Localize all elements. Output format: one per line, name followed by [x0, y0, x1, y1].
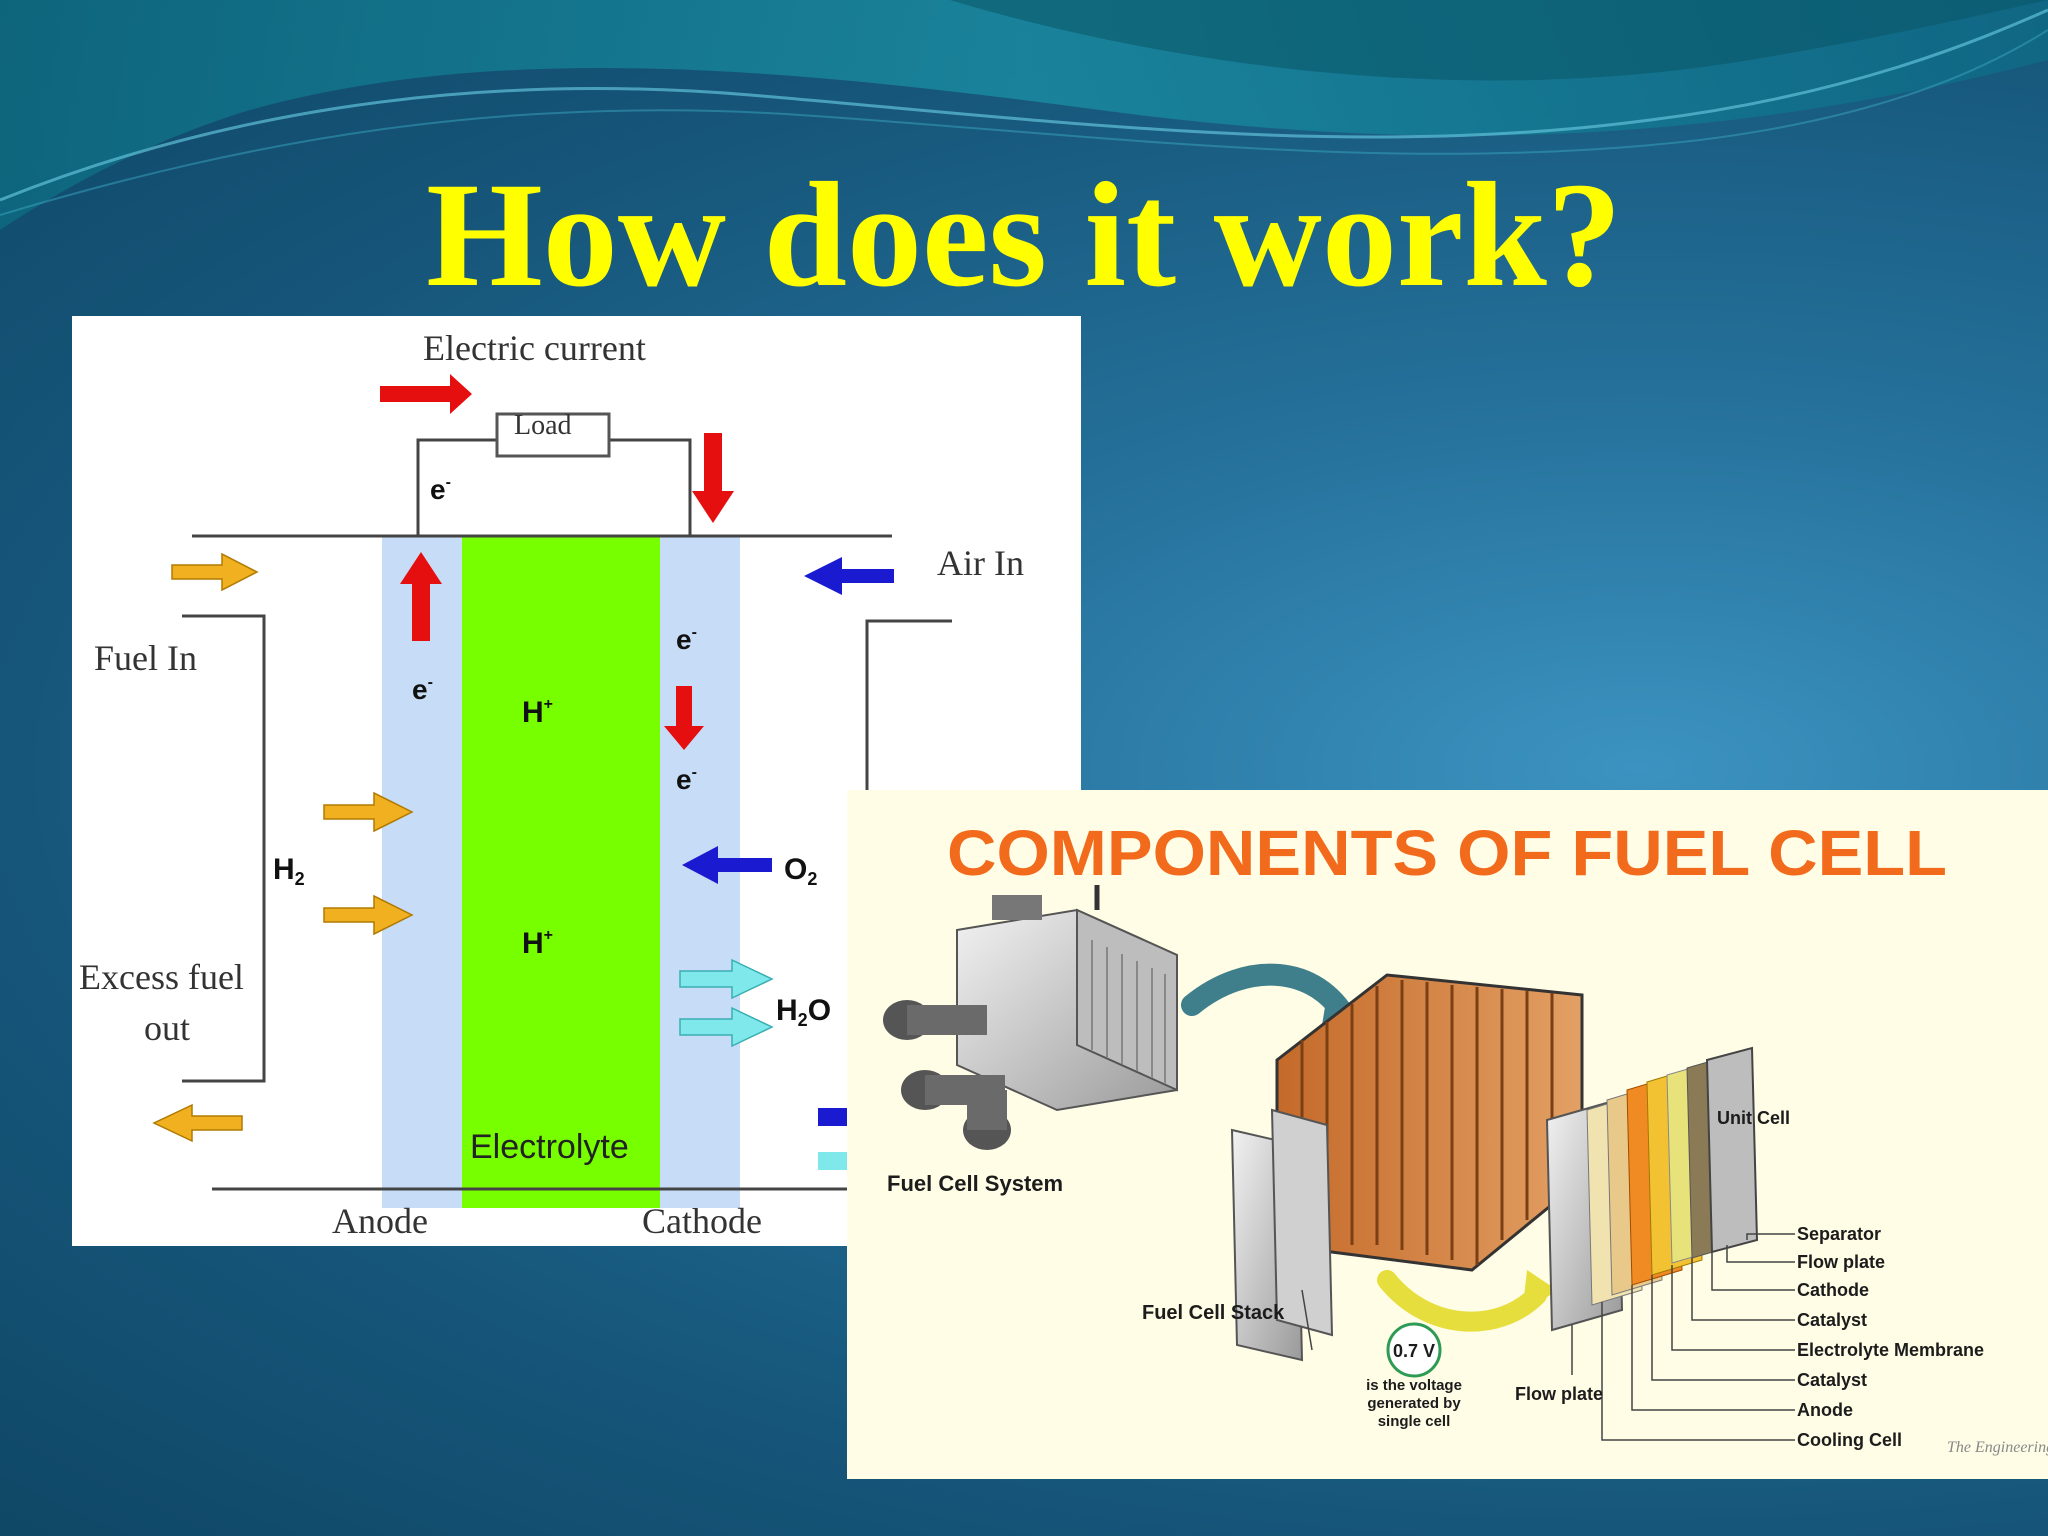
- current-arrow-down-icon: [692, 433, 734, 523]
- anode-electrode: [382, 536, 444, 1208]
- header-wave-decoration: [0, 0, 2048, 230]
- layer-label-cooling-cell: Cooling Cell: [1797, 1430, 1902, 1450]
- voltage-value: 0.7 V: [1393, 1341, 1435, 1361]
- h2-label: H2: [273, 853, 305, 889]
- current-arrow-down-icon-2: [664, 686, 704, 750]
- legend-swatch-cyan: [818, 1152, 848, 1170]
- electron-label-4: e-: [676, 764, 697, 795]
- fuel-cell-system-label: Fuel Cell System: [887, 1171, 1063, 1196]
- slide-title: How does it work?: [426, 152, 1622, 318]
- unit-cell-image: [1545, 1046, 1759, 1332]
- voltage-note-line1: is the voltage: [1366, 1377, 1462, 1394]
- electron-label-3: e-: [676, 624, 697, 655]
- layer-label-cathode: Cathode: [1797, 1280, 1869, 1300]
- electron-label-1: e-: [430, 474, 451, 505]
- air-arrow-icon: [804, 557, 894, 595]
- curved-arrow-top-icon: [1181, 963, 1358, 1031]
- proton-label-2: H+: [522, 927, 553, 960]
- voltage-note-line3: single cell: [1378, 1413, 1451, 1430]
- layer-label-flow-plate: Flow plate: [1797, 1252, 1885, 1272]
- load-label: Load: [514, 410, 572, 441]
- unit-cell-label: Unit Cell: [1717, 1108, 1790, 1128]
- fuel-cell-components-infographic: COMPONENTS OF FUEL CELL: [847, 790, 2048, 1479]
- electron-label-2: e-: [412, 674, 433, 705]
- external-circuit-wire: [416, 438, 497, 536]
- fuel-cell-stack-label: Fuel Cell Stack: [1142, 1302, 1285, 1324]
- layer-label-anode: Anode: [1797, 1400, 1853, 1420]
- fuel-cell-system-image: [883, 885, 1178, 1150]
- o2-arrow-icon: [682, 846, 772, 884]
- water-arrow-icon-2: [679, 1006, 774, 1048]
- layer-label-electrolyte-membrane: Electrolyte Membrane: [1797, 1340, 1984, 1360]
- excess-fuel-out-label: out: [144, 1008, 190, 1048]
- electrolyte-band: [462, 536, 660, 1208]
- current-arrow-up-icon: [400, 552, 442, 641]
- h2o-label: H2O: [776, 994, 831, 1030]
- fuel-cell-stack-image: [1230, 973, 1584, 1362]
- voltage-badge: [1386, 1322, 1442, 1378]
- components-title: COMPONENTS OF FUEL CELL: [947, 817, 1947, 889]
- o2-label: O2: [784, 853, 817, 889]
- fuel-arrow-icon: [171, 552, 259, 592]
- layer-label-catalyst-2: Catalyst: [1797, 1370, 1867, 1390]
- flow-plate-label: Flow plate: [1515, 1384, 1603, 1404]
- voltage-note-line2: generated by: [1367, 1395, 1461, 1412]
- layer-label-catalyst: Catalyst: [1797, 1310, 1867, 1330]
- cathode-label: Cathode: [642, 1201, 762, 1241]
- anode-electrode-edge: [444, 536, 462, 1208]
- legend-swatch-blue: [818, 1108, 848, 1126]
- excess-fuel-arrow-icon: [152, 1103, 243, 1143]
- air-in-label: Air In: [937, 543, 1024, 583]
- current-arrow-right-icon: [380, 374, 472, 414]
- anode-label: Anode: [332, 1201, 428, 1241]
- layer-leader-lines: [1301, 1233, 1795, 1441]
- load-box: [495, 412, 611, 458]
- water-arrow-icon: [679, 958, 774, 1000]
- proton-label-1: H+: [522, 696, 553, 729]
- layer-label-separator: Separator: [1797, 1224, 1881, 1244]
- electrolyte-label: Electrolyte: [470, 1128, 629, 1166]
- fuel-cell-schematic: Electric current Load Air In Fuel In Exc…: [72, 316, 1081, 1246]
- h2-arrow-icon: [323, 791, 414, 833]
- curved-arrow-bottom-icon: [1377, 1270, 1547, 1332]
- h2-arrow-icon-2: [323, 894, 414, 936]
- fuel-in-label: Fuel In: [94, 638, 197, 678]
- excess-fuel-label: Excess fuel: [79, 957, 244, 997]
- electric-current-label: Electric current: [423, 328, 646, 368]
- source-signature: The Engineeringbl: [1947, 1439, 2048, 1456]
